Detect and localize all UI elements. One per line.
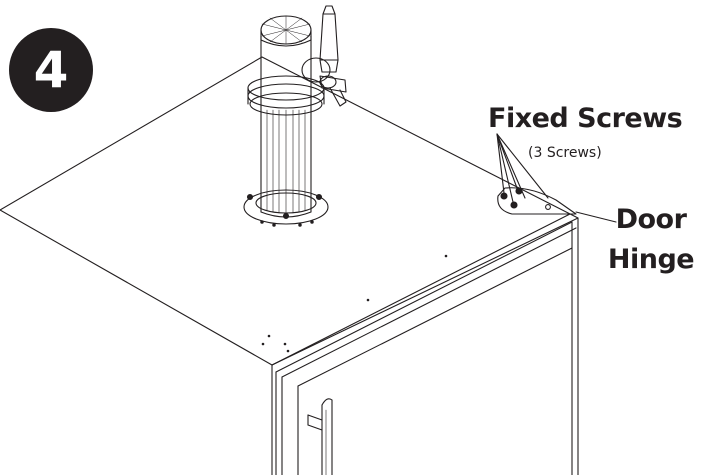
door-handle — [307, 398, 333, 475]
tower-column — [260, 35, 312, 218]
door-hinge-line-1: Door — [615, 204, 687, 235]
surface-dots — [261, 254, 448, 353]
door-hinge-label: Door Hinge — [606, 200, 696, 280]
base-screws — [246, 193, 323, 227]
step-number-badge: 4 — [9, 28, 93, 112]
door-top-edge — [271, 213, 571, 366]
hinge-plate — [497, 187, 577, 215]
fixed-screws-label: Fixed Screws — [488, 103, 683, 134]
hinge-leader-line — [575, 211, 617, 223]
tower-cap — [260, 15, 312, 47]
door-hinge-line-2: Hinge — [607, 244, 695, 275]
screws-leader-lines — [496, 133, 549, 203]
faucet — [301, 5, 347, 107]
fixed-screws-count-label: (3 Screws) — [528, 145, 602, 161]
